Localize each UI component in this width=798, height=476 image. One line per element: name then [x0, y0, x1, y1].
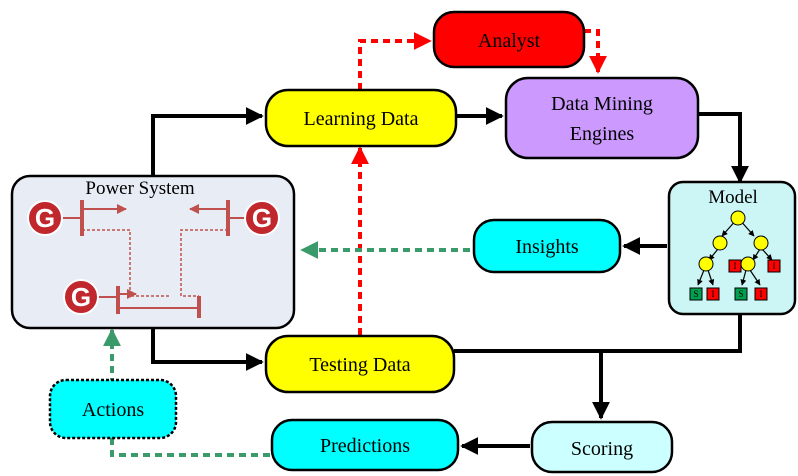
red-dashed-arrows — [351, 29, 607, 335]
generator-right: G — [244, 200, 280, 236]
arrow-engines-to-model — [698, 112, 749, 184]
tree-leaf-stable — [689, 287, 703, 301]
green-dashed-arrows — [103, 241, 470, 457]
node-analyst-label: Analyst — [478, 30, 541, 52]
node-predictions: Predictions — [270, 418, 460, 472]
tree-leaf-insecure — [706, 287, 720, 301]
node-insights-label: Insights — [515, 236, 579, 258]
solid-arrows — [151, 107, 749, 455]
node-testing-data: Testing Data — [264, 334, 456, 394]
node-power-system: Power System G G — [10, 174, 296, 330]
node-learning-data-label: Learning Data — [304, 108, 419, 130]
decision-tree-icon: I I S I S I — [689, 210, 781, 301]
svg-text:S: S — [693, 289, 698, 299]
node-data-mining-engines: Data Mining Engines — [504, 76, 700, 160]
node-predictions-label: Predictions — [320, 435, 410, 457]
node-actions: Actions — [48, 378, 178, 440]
arrow-analyst-to-engines — [584, 29, 607, 74]
svg-text:I: I — [773, 261, 776, 271]
generator-bottom: G — [63, 279, 99, 315]
node-testing-data-label: Testing Data — [309, 354, 410, 376]
generator-right-symbol: G — [252, 203, 272, 233]
node-scoring-label: Scoring — [571, 438, 633, 460]
grid-sketch — [62, 200, 246, 318]
tree-leaf-insecure — [767, 259, 781, 273]
arrow-power-to-testing — [151, 328, 264, 371]
node-model: Model I I S — [667, 180, 797, 316]
svg-text:S: S — [738, 289, 743, 299]
node-data-mining-engines-line2: Engines — [570, 123, 635, 145]
node-analyst: Analyst — [432, 10, 586, 69]
generator-left: G — [27, 200, 63, 236]
svg-text:I: I — [734, 261, 737, 271]
tree-leaf-insecure — [754, 287, 768, 301]
generator-left-symbol: G — [35, 203, 55, 233]
node-actions-label: Actions — [82, 399, 144, 421]
node-learning-data: Learning Data — [264, 88, 458, 148]
tree-leaf-stable — [734, 287, 748, 301]
svg-text:I: I — [712, 289, 715, 299]
node-model-label: Model — [708, 187, 758, 208]
svg-text:I: I — [760, 289, 763, 299]
node-data-mining-engines-line1: Data Mining — [551, 93, 653, 115]
node-insights: Insights — [472, 218, 622, 274]
arrow-power-to-learning — [151, 107, 264, 177]
tree-leaf-insecure — [728, 259, 742, 273]
node-power-system-label: Power System — [85, 178, 194, 199]
arrow-predictions-to-power — [103, 328, 270, 457]
line-model-to-testing — [454, 314, 742, 353]
arrow-learning-to-analyst — [358, 32, 432, 90]
generator-bottom-symbol: G — [71, 282, 91, 312]
node-scoring: Scoring — [530, 420, 674, 474]
